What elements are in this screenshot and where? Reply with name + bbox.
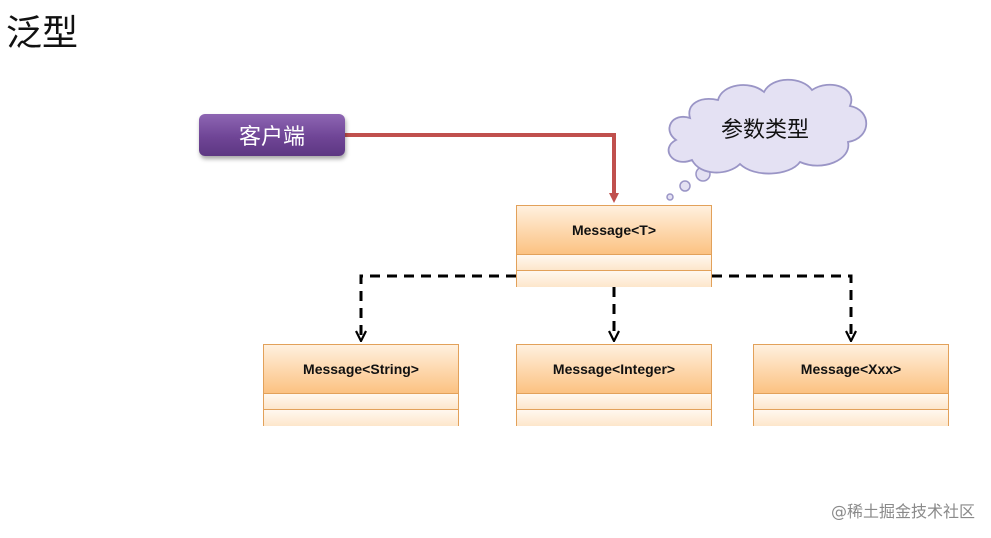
client-box: 客户端 <box>199 114 345 156</box>
class-methods <box>754 410 948 426</box>
class-message-generic: Message<T> <box>516 205 712 287</box>
dashed-line-right <box>712 274 851 336</box>
thought-bubble-label: 参数类型 <box>720 118 809 143</box>
thought-bubble-dot-small <box>666 193 674 201</box>
class-attributes <box>517 255 711 271</box>
thought-bubble-dot-medium <box>679 180 691 192</box>
class-methods <box>264 410 458 426</box>
class-methods <box>517 271 711 287</box>
thought-bubble <box>666 78 868 201</box>
class-name: Message<Integer> <box>517 345 711 394</box>
class-attributes <box>754 394 948 410</box>
class-name: Message<String> <box>264 345 458 394</box>
dashed-connectors <box>361 274 851 336</box>
class-name: Message<T> <box>517 206 711 255</box>
class-methods <box>517 410 711 426</box>
page-title: 泛型 <box>6 13 79 54</box>
class-message-string: Message<String> <box>263 344 459 426</box>
watermark: @稀土掘金技术社区 <box>830 502 975 521</box>
class-attributes <box>517 394 711 410</box>
dashed-line-left <box>361 274 516 336</box>
client-label: 客户端 <box>238 125 305 150</box>
class-message-integer: Message<Integer> <box>516 344 712 426</box>
class-message-xxx: Message<Xxx> <box>753 344 949 426</box>
class-name: Message<Xxx> <box>754 345 948 394</box>
class-attributes <box>264 394 458 410</box>
thought-cloud-shape <box>667 78 868 175</box>
client-arrow <box>345 133 619 203</box>
